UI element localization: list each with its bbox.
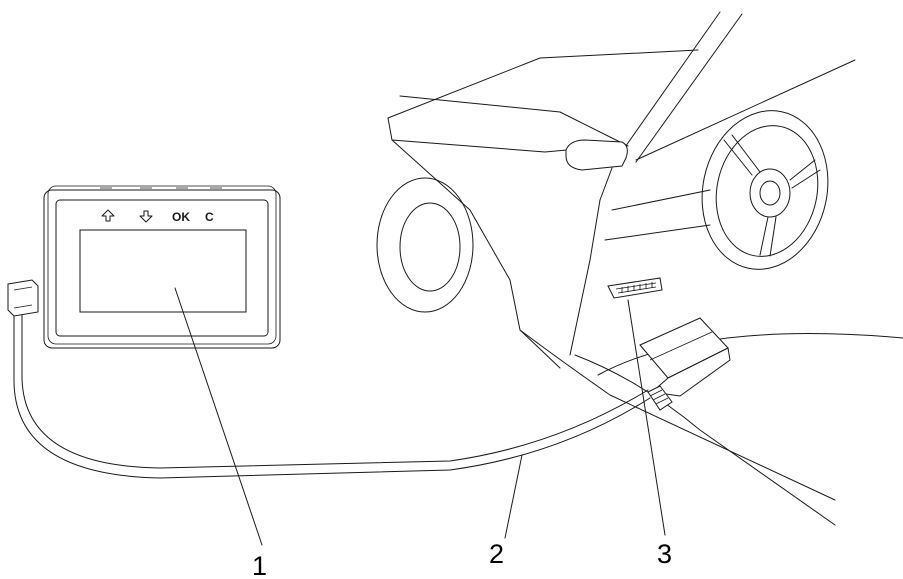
callout-2: 2 [489,539,504,569]
c-button[interactable]: C [205,210,214,224]
callout-leaders [174,287,666,546]
down-button[interactable] [139,210,153,223]
ok-button[interactable]: OK [172,210,190,224]
obd-connector [639,317,731,411]
car-interior [376,11,903,526]
device-screen [79,229,247,313]
leader-1 [174,287,263,546]
leader-2 [504,454,523,539]
diagnostic-device: OK C [43,185,281,349]
arrow-up-icon [101,209,115,222]
up-button[interactable] [101,209,115,222]
device-buttons: OK C [101,209,214,224]
callout-1: 1 [252,551,267,579]
leader-3 [627,299,666,536]
callout-3: 3 [657,539,672,569]
cable [13,309,651,479]
device-plug [7,279,39,317]
arrow-down-icon [139,210,153,223]
obd-port [607,277,663,299]
